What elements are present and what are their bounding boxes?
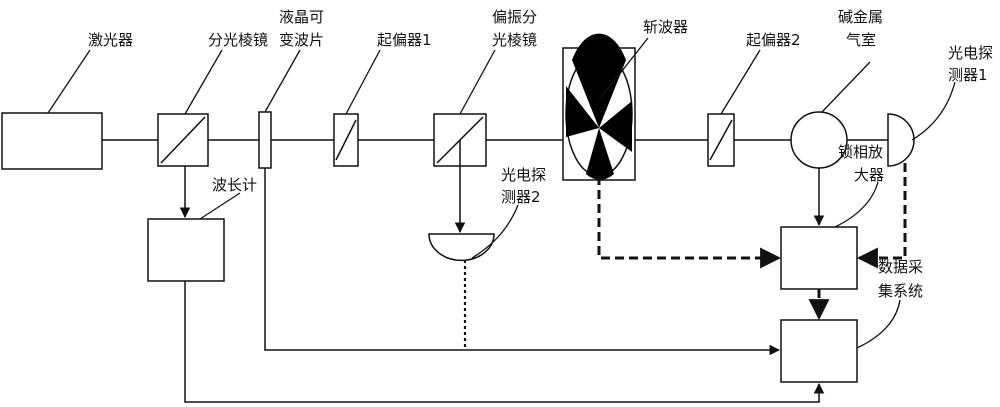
label-laser: 激光器 [88,31,133,49]
leader-waveplate [264,49,301,113]
label-wavemeter: 波长计 [212,176,257,194]
daq-box [780,319,858,383]
chopper-blade [599,101,632,152]
label-detector1-2: 测器1 [948,66,988,84]
leader-detector1 [911,81,956,141]
leader-daq [856,299,901,349]
label-pbs-2: 光棱镜 [492,31,537,49]
label-chopper: 斩波器 [643,18,688,36]
label-detector1-1: 光电探 [948,44,993,62]
leader-laser [47,49,91,114]
chopper [562,33,636,181]
label-daq-1: 数据采 [878,258,923,276]
beam-splitter [157,113,209,167]
label-vapor-cell-1: 碱金属 [838,8,883,26]
leader-beam-splitter [184,49,223,115]
label-vapor-cell-2: 气室 [846,31,876,49]
waveplate-to-daq-line [264,168,781,356]
leader-polarizer2 [720,49,761,115]
detector1-signal-line [856,163,907,269]
polarizer-2 [707,113,735,167]
label-lockin-1: 锁相放 [838,143,883,161]
leader-vapor-cell [821,61,871,113]
wavemeter-box [147,218,225,282]
label-polarizer2: 起偏器2 [746,31,801,49]
laser-box [1,112,103,170]
chopper-ref-line [597,176,782,269]
lockin-amplifier-box [780,226,858,290]
label-detector2-2: 测器2 [501,188,541,206]
leader-chopper [598,37,649,101]
leader-lockin [834,181,879,228]
chopper-blade [566,86,599,137]
label-polarizer1: 起偏器1 [377,31,432,49]
chopper-blade [572,33,626,129]
wavemeter-to-daq-line [184,281,825,403]
label-detector2-1: 光电探 [501,166,546,184]
chopper-blade [586,128,614,180]
photodetector-2 [428,233,495,262]
label-pbs-1: 偏振分 [492,8,537,26]
label-lc-waveplate-2: 变波片 [279,31,324,49]
leader-wavemeter [199,192,241,220]
leader-pbs [459,49,496,115]
photodetector-1 [887,113,915,167]
lc-waveplate [258,111,272,169]
polarizer-1 [333,113,359,167]
label-lockin-2: 大器 [854,166,884,184]
label-lc-waveplate-1: 液晶可 [279,8,324,26]
leader-polarizer1 [345,49,381,115]
label-daq-2: 集系统 [878,282,923,300]
label-beam-splitter: 分光棱镜 [208,31,268,49]
leader-detector2 [471,204,519,259]
